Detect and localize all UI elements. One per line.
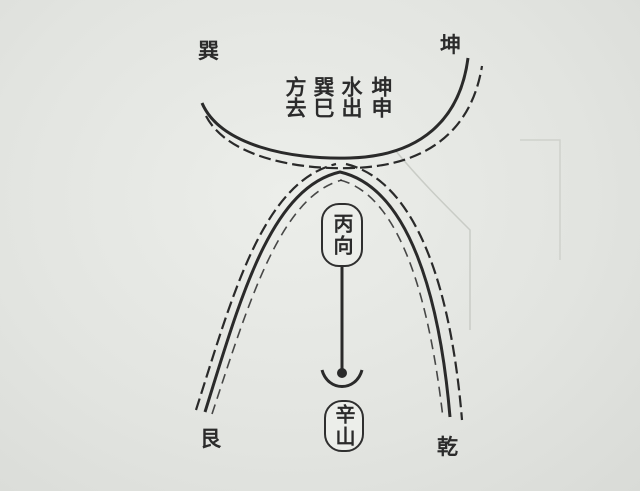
- upper-water-solid: [200, 57, 470, 160]
- lower-ridge-dashed-right: [345, 162, 464, 421]
- water-note-column: 水出: [339, 76, 364, 118]
- lower-ridge-dashed-left: [194, 162, 337, 411]
- lower-ridge-dashed-left-outer: [211, 179, 343, 415]
- facing-label: 丙向: [330, 213, 354, 257]
- water-note-column: 巽巳: [311, 76, 336, 118]
- faint-trace: [520, 139, 561, 260]
- sitting-label: 辛山: [332, 404, 356, 448]
- lower-ridge-solid: [203, 170, 452, 418]
- facing-marker: 丙向: [321, 203, 363, 267]
- sitting-marker: 辛山: [324, 400, 364, 452]
- upper-water-dashed: [205, 65, 484, 170]
- axis-cup: [320, 369, 364, 388]
- corner-label-bottom-right: 乾: [437, 434, 458, 459]
- axis-end-dot: [337, 368, 347, 378]
- corner-label-top-left: 巽: [198, 38, 219, 63]
- corner-label-top-right: 坤: [440, 32, 461, 57]
- lower-ridge-dashed-right-outer: [339, 179, 444, 419]
- water-note-column: 坤申: [369, 76, 394, 118]
- corner-label-bottom-left: 艮: [200, 426, 221, 451]
- water-note-column: 方去: [283, 76, 308, 118]
